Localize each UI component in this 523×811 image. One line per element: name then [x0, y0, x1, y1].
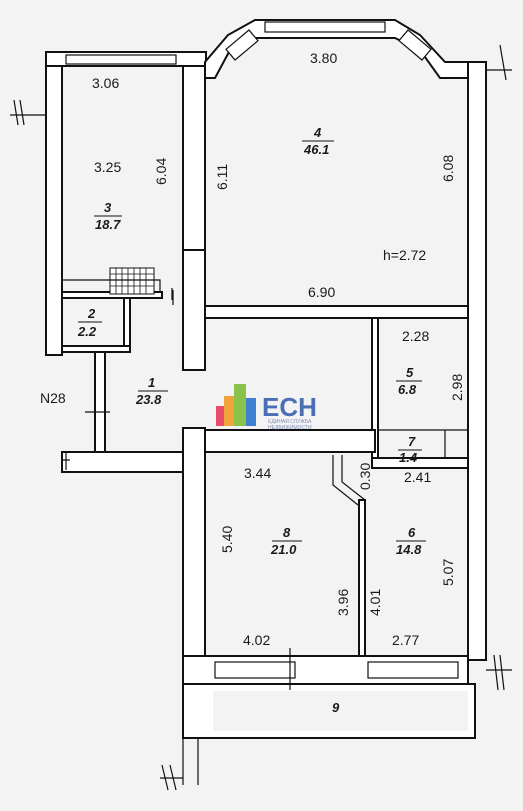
- room-number: 3: [104, 200, 112, 215]
- ceiling-height: h=2.72: [383, 247, 426, 263]
- dim-room6-left: 4.01: [367, 589, 383, 616]
- wall-room8-room6-angled: [332, 455, 366, 506]
- ech-logo: ECH ЕДИНАЯ СЛУЖБА НЕДВИЖИМОСТИ: [216, 384, 317, 431]
- window-room6: [367, 661, 459, 679]
- room-7-label: 7 1.4: [398, 434, 422, 465]
- room-number: 5: [406, 365, 414, 380]
- room-2-label: 2 2.2: [77, 306, 102, 339]
- room-area: 21.0: [270, 542, 297, 557]
- break-mark-top-right: [486, 44, 512, 81]
- break-mark-bottom-left: [160, 764, 183, 791]
- break-mark-right: [486, 654, 512, 691]
- room-4-label: 4 46.1: [302, 125, 334, 157]
- wall-room8-top: [184, 429, 376, 453]
- dim-room8-top: 3.44: [244, 465, 271, 481]
- wall-entrance: [94, 351, 106, 453]
- room-area: 1.4: [399, 450, 418, 465]
- wall-corridor-bottom: [61, 451, 186, 473]
- dim-room8-left: 5.40: [219, 526, 235, 553]
- room-number: 9: [332, 700, 340, 715]
- wall-room8-room6: [358, 499, 366, 659]
- room-area: 6.8: [398, 382, 417, 397]
- dim-room4-bottom: 6.90: [308, 284, 335, 300]
- room-area: 23.8: [135, 392, 162, 407]
- room-number: 2: [87, 306, 96, 321]
- dim-room4-left: 6.11: [214, 164, 230, 190]
- room-area: 18.7: [95, 217, 121, 232]
- logo-subtitle-2: НЕДВИЖИМОСТИ: [268, 425, 312, 431]
- dim-room8-bottom: 4.02: [243, 632, 270, 648]
- window-room8: [214, 661, 296, 679]
- dim-room3-right: 6.04: [153, 158, 169, 185]
- break-mark-corridor: [62, 452, 70, 470]
- room-9-label: 9: [332, 700, 340, 715]
- room-number: 7: [408, 434, 416, 449]
- dim-room5-top: 2.28: [402, 328, 429, 344]
- room-6-label: 6 14.8: [396, 525, 426, 557]
- room-3-label: 3 18.7: [94, 200, 122, 232]
- wall-left-room3: [45, 51, 63, 356]
- unit-label: N28: [40, 390, 66, 406]
- dim-room4-top: 3.80: [310, 50, 337, 66]
- room-number: 4: [313, 125, 322, 140]
- window-bay-center: [264, 21, 386, 33]
- dim-corridor-gap: 0.30: [357, 463, 373, 490]
- room-area: 46.1: [303, 142, 329, 157]
- dim-room3-top: 3.06: [92, 75, 119, 91]
- sink-grid-icon: [109, 267, 155, 295]
- wall-room7-bottom: [371, 457, 469, 469]
- room-8-label: 8 21.0: [270, 525, 302, 557]
- room-1-label: 1 23.8: [135, 375, 168, 407]
- dim-room7-bottom: 2.41: [404, 469, 431, 485]
- wall-room3-room4-lower: [182, 249, 206, 371]
- room-5-label: 5 6.8: [396, 365, 422, 397]
- wall-room8-left: [182, 427, 206, 659]
- dim-room6-bottom: 2.77: [392, 632, 419, 648]
- room-area: 2.2: [77, 324, 97, 339]
- dim-room8-right: 3.96: [335, 589, 351, 616]
- dim-room5-right: 2.98: [449, 374, 465, 401]
- window-room3: [65, 54, 177, 65]
- dim-room6-right: 5.07: [440, 559, 456, 586]
- logo-text: ECH: [262, 392, 317, 422]
- room-number: 8: [283, 525, 291, 540]
- window-bay-right: [398, 29, 432, 61]
- room-area: 14.8: [396, 542, 422, 557]
- wall-right: [467, 61, 487, 661]
- logo-subtitle-1: ЕДИНАЯ СЛУЖБА: [268, 419, 312, 425]
- room-number: 1: [148, 375, 155, 390]
- break-mark-left: [10, 99, 46, 126]
- window-bay-left: [225, 29, 259, 61]
- wall-room2-right: [123, 297, 131, 351]
- dim-room3-left: 3.25: [94, 159, 121, 175]
- wall-room4-bottom: [204, 305, 469, 319]
- room-number: 6: [408, 525, 416, 540]
- dim-room4-right: 6.08: [440, 155, 456, 182]
